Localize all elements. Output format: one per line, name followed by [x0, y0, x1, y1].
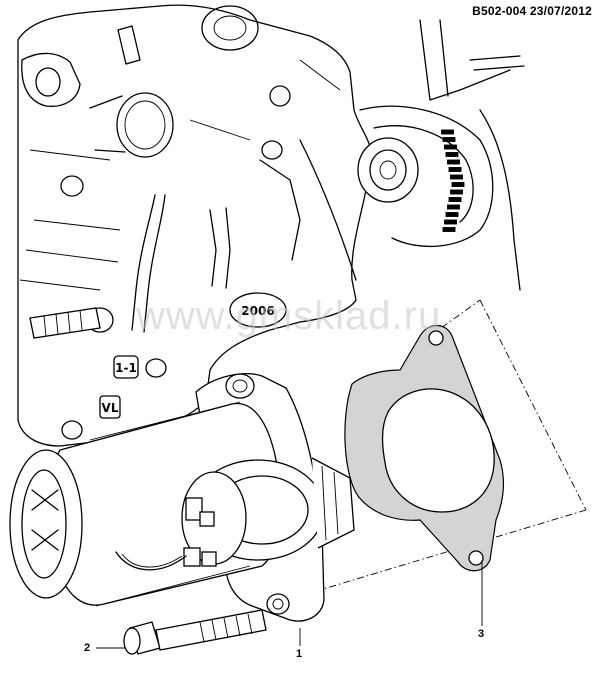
gear-tooth	[442, 227, 456, 232]
gear-tooth	[441, 129, 454, 135]
gear-tooth	[442, 137, 456, 142]
watermark: www.gmsklad.ru	[136, 294, 442, 338]
document-code: B502-004 23/07/2012	[472, 4, 592, 18]
gear-tooth	[448, 167, 462, 172]
gear-tooth	[444, 144, 457, 150]
gear-tooth	[445, 212, 459, 217]
callout-2: 2	[84, 642, 91, 654]
gear-tooth	[450, 189, 463, 195]
spacer-plate	[344, 324, 505, 572]
gear-tooth	[447, 159, 460, 165]
starter-motor	[9, 373, 355, 622]
callout-3: 3	[478, 628, 485, 640]
casting-stamp-2006: 2006	[241, 304, 274, 318]
gear-tooth	[445, 152, 459, 157]
gear-tooth	[450, 174, 463, 180]
ring-gear	[299, 19, 525, 291]
gear-tooth	[451, 182, 465, 187]
casting-mark-a: 1-1	[115, 361, 137, 375]
mounting-bolt	[123, 609, 267, 655]
gear-tooth	[447, 204, 460, 210]
gear-tooth	[448, 197, 462, 202]
callout-1: 1	[296, 648, 303, 660]
engine-block: 2006 1-1 VL	[17, 4, 373, 447]
gear-tooth	[444, 219, 457, 225]
casting-mark-b: VL	[102, 401, 119, 415]
callout-leaders	[96, 560, 483, 649]
